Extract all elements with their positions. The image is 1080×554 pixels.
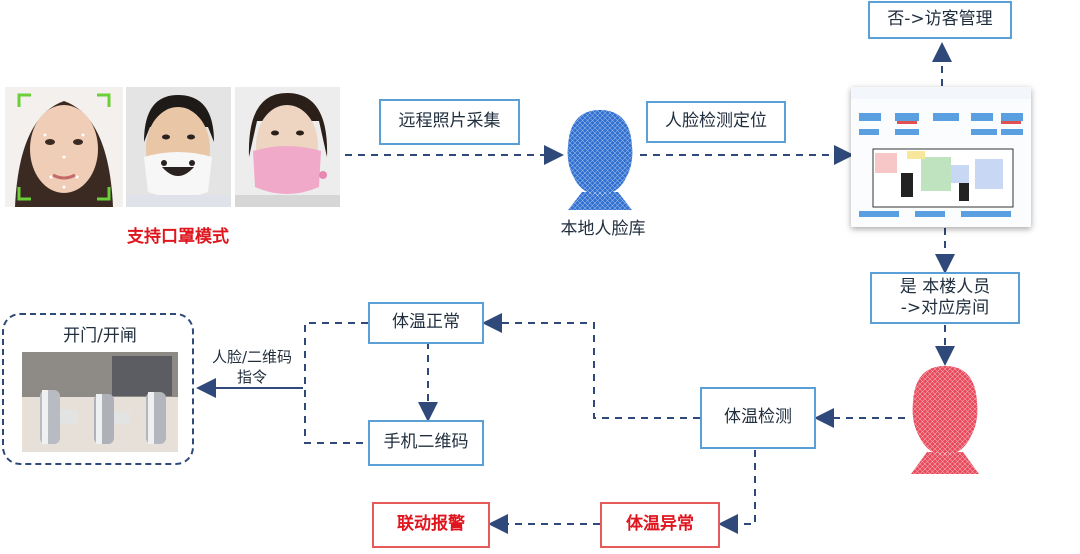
- floorplan-dashboard-screenshot: [851, 87, 1031, 227]
- alarm-box: 联动报警: [372, 502, 490, 548]
- temp-detect-box: 体温检测: [700, 387, 816, 449]
- resident-line-1: 是 本楼人员: [899, 276, 991, 297]
- face-photo-3-mask: [235, 87, 340, 207]
- face-locate-box: 人脸检测定位: [646, 101, 786, 143]
- face-photo-1: [5, 87, 123, 207]
- visitor-management-box: 否->访客管理: [868, 1, 1012, 39]
- command-line-1: 人脸/二维码: [211, 348, 293, 366]
- command-label: 人脸/二维码 指令: [200, 348, 304, 387]
- blue-face-mesh-icon: [560, 108, 640, 210]
- open-gate-label: 开门/开闸: [63, 326, 137, 346]
- temp-abnormal-box: 体温异常: [600, 502, 720, 548]
- phone-qr-box: 手机二维码: [368, 420, 484, 466]
- turnstile-photo: [22, 352, 178, 452]
- mask-mode-label: 支持口罩模式: [127, 227, 229, 247]
- remote-capture-box: 远程照片采集: [379, 99, 520, 145]
- arrow-normal-qr-to-gate: [304, 322, 368, 444]
- arrow-temp-to-normal: [482, 313, 700, 419]
- command-line-2: 指令: [236, 367, 267, 386]
- face-photo-2-mask: [126, 87, 231, 207]
- resident-line-2: ->对应房间: [900, 298, 990, 318]
- local-face-db-label: 本地人脸库: [560, 219, 646, 239]
- arrow-temp-to-abnormal: [718, 450, 756, 534]
- resident-room-box: 是 本楼人员 ->对应房间: [870, 272, 1020, 324]
- red-face-mesh-icon: [905, 364, 985, 474]
- temp-normal-box: 体温正常: [368, 302, 484, 344]
- gate-group: [2, 313, 194, 465]
